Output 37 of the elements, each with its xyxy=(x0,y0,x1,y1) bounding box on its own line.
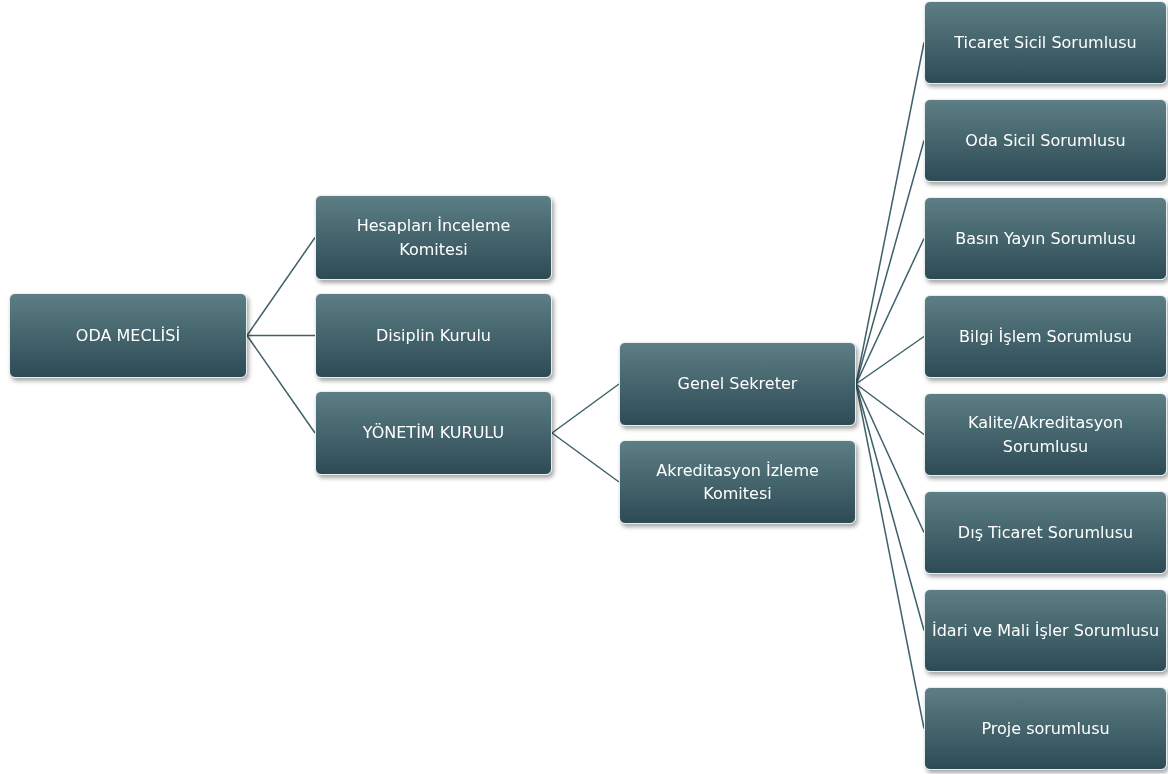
connector-line xyxy=(246,236,316,337)
org-box xyxy=(924,197,1167,280)
box-label: YÖNETİM KURULU xyxy=(362,422,505,445)
org-box xyxy=(9,293,247,378)
connector-line xyxy=(855,383,925,534)
box-label: Dış Ticaret Sorumlusu xyxy=(957,521,1134,544)
box-label: Hesapları İnceleme Komitesi xyxy=(355,215,512,261)
connector-line xyxy=(551,383,620,434)
org-box xyxy=(924,99,1167,182)
connector-line xyxy=(551,432,620,483)
connector-line xyxy=(855,383,925,436)
box-label: Kalite/Akreditasyon Sorumlusu xyxy=(966,412,1125,458)
connector-line xyxy=(855,335,925,385)
box-label: Genel Sekreter xyxy=(677,373,798,396)
box-label: Akreditasyon İzleme Komitesi xyxy=(655,459,820,505)
box-label: Proje sorumlusu xyxy=(981,717,1110,740)
org-box xyxy=(924,687,1167,770)
org-box xyxy=(924,393,1167,476)
box-label: Basın Yayın Sorumlusu xyxy=(955,227,1136,250)
org-box xyxy=(924,1,1167,84)
org-box xyxy=(315,195,552,280)
org-box xyxy=(924,491,1167,574)
org-box xyxy=(619,342,856,426)
box-label: İdari ve Mali İşler Sorumlusu xyxy=(931,619,1160,642)
org-box xyxy=(924,589,1167,672)
box-label: Oda Sicil Sorumlusu xyxy=(965,129,1126,152)
connector-line xyxy=(246,334,316,434)
box-label: Disiplin Kurulu xyxy=(376,324,491,347)
org-box xyxy=(315,293,552,378)
org-box xyxy=(924,295,1167,378)
box-label: Bilgi İşlem Sorumlusu xyxy=(959,325,1132,348)
connector-line xyxy=(246,334,316,337)
org-box xyxy=(315,391,552,475)
org-box xyxy=(619,440,856,524)
box-label: ODA MECLİSİ xyxy=(75,324,181,347)
connector-line xyxy=(855,237,925,385)
box-label: Ticaret Sicil Sorumlusu xyxy=(954,31,1137,54)
